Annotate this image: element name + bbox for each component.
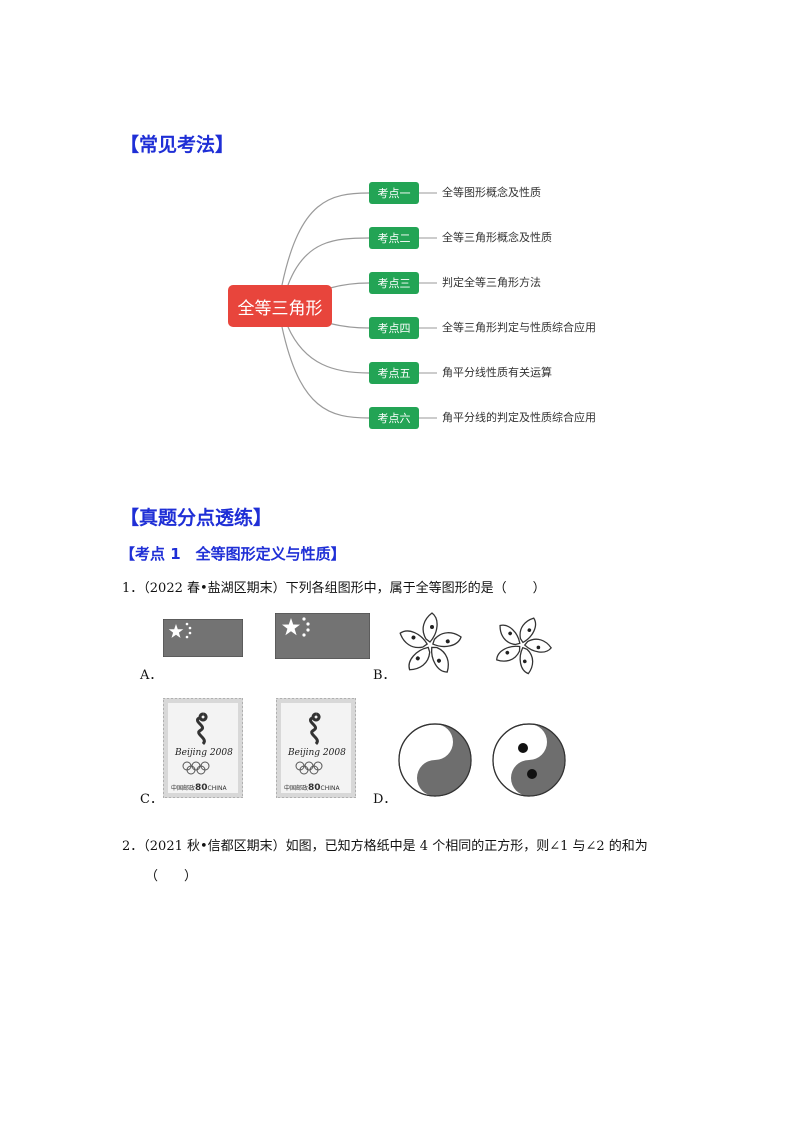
mindmap-node-4: 考点四 bbox=[369, 317, 419, 339]
mindmap-node-3-text: 判定全等三角形方法 bbox=[442, 276, 541, 289]
stamp-image-c2: Beijing 2008 中国邮政80CHINA bbox=[276, 698, 356, 798]
question-2-answer-blank: （ ） bbox=[145, 869, 198, 884]
mindmap-node-3: 考点三 bbox=[369, 272, 419, 294]
mindmap-node-5: 考点五 bbox=[369, 362, 419, 384]
mindmap-node-1: 考点一 bbox=[369, 182, 419, 204]
mindmap-root-node: 全等三角形 bbox=[228, 285, 332, 327]
mindmap-node-4-text: 全等三角形判定与性质综合应用 bbox=[442, 321, 596, 334]
stamp-c2-suffix: CHINA bbox=[320, 785, 340, 792]
stamp-image-c1: Beijing 2008 中国邮政80CHINA bbox=[163, 698, 243, 798]
flag-image-a1 bbox=[163, 619, 243, 657]
stamp-c1-value: 80 bbox=[195, 783, 208, 793]
flower-image-b1 bbox=[399, 612, 462, 673]
stamp-c1-country: 中国邮政 bbox=[171, 785, 196, 792]
flag-image-a2 bbox=[275, 613, 370, 659]
section-title-practice: 【真题分点透练】 bbox=[120, 507, 273, 529]
mindmap-node-2: 考点二 bbox=[369, 227, 419, 249]
stamp-c2-city: Beijing 2008 bbox=[288, 748, 346, 758]
mindmap-node-6-text: 角平分线的判定及性质综合应用 bbox=[442, 411, 596, 424]
taiji-image-d1 bbox=[398, 723, 472, 797]
mindmap-node-5-text: 角平分线性质有关运算 bbox=[442, 366, 552, 379]
option-c-label: C． bbox=[140, 792, 163, 807]
question-1-text: 1．（2022 春•盐湖区期末）下列各组图形中，属于全等图形的是（ ） bbox=[122, 581, 546, 596]
mindmap-node-6: 考点六 bbox=[369, 407, 419, 429]
mindmap-node-1-text: 全等图形概念及性质 bbox=[442, 186, 541, 199]
option-b-label: B． bbox=[373, 668, 396, 683]
subsection-title-1: 【考点 1 全等图形定义与性质】 bbox=[120, 545, 346, 563]
question-2-text: 2．（2021 秋•信都区期末）如图，已知方格纸中是 4 个相同的正方形，则∠1… bbox=[122, 839, 648, 854]
stamp-c1-suffix: CHINA bbox=[207, 785, 227, 792]
taiji-image-d2 bbox=[492, 723, 566, 797]
option-d-label: D． bbox=[373, 792, 397, 807]
stamp-c2-value: 80 bbox=[308, 783, 321, 793]
stamp-c1-city: Beijing 2008 bbox=[175, 748, 233, 758]
option-a-label: A． bbox=[140, 668, 163, 683]
section-title-common-tests: 【常见考法】 bbox=[120, 134, 235, 156]
flower-image-b2 bbox=[496, 617, 552, 675]
mindmap-node-2-text: 全等三角形概念及性质 bbox=[442, 231, 552, 244]
stamp-c2-country: 中国邮政 bbox=[284, 785, 309, 792]
